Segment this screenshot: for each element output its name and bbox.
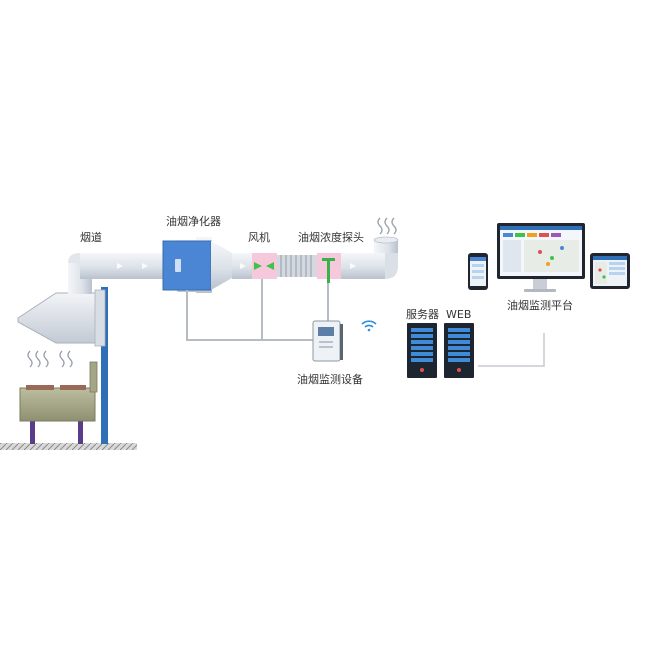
stove-body (19, 387, 96, 422)
duct-elbow (372, 250, 398, 279)
server-icon (444, 323, 474, 378)
network-line (478, 333, 545, 367)
phone-icon (468, 253, 488, 290)
flexible-duct (277, 255, 317, 277)
purifier-handle (175, 259, 181, 272)
server-icon (407, 323, 437, 378)
ground (0, 443, 137, 450)
label-web: WEB (446, 308, 472, 321)
stove-leg (30, 420, 35, 444)
oil-fume-purifier (162, 240, 212, 291)
label-monitor-device: 油烟监测设备 (297, 373, 363, 386)
steam-icon (27, 350, 73, 368)
stove-backsplash (89, 361, 98, 393)
hood-collar (94, 289, 106, 347)
cooking-pan (26, 385, 54, 390)
stove-leg (78, 420, 83, 444)
support-pole (101, 287, 108, 444)
purifier-outlet-cone (211, 241, 232, 290)
steam-icon (377, 217, 397, 235)
label-fan: 风机 (248, 231, 270, 244)
tablet-icon (590, 253, 630, 289)
signal-lines (186, 279, 329, 341)
label-duct: 烟道 (80, 231, 102, 244)
concentration-probe (327, 258, 330, 283)
exhaust-stack (374, 240, 398, 253)
label-purifier: 油烟净化器 (166, 215, 221, 228)
monitor-icon (497, 223, 585, 292)
label-platform: 油烟监测平台 (507, 299, 573, 312)
label-probe: 油烟浓度探头 (298, 231, 364, 244)
duct-system (68, 236, 399, 294)
fan-blade-icon (254, 262, 262, 270)
cooking-pan (60, 385, 86, 390)
duct-segment (341, 253, 385, 279)
wifi-icon (361, 320, 377, 332)
label-server: 服务器 (406, 308, 439, 321)
monitoring-device (312, 320, 343, 362)
fan-blade-icon (266, 262, 274, 270)
range-hood (17, 292, 101, 344)
